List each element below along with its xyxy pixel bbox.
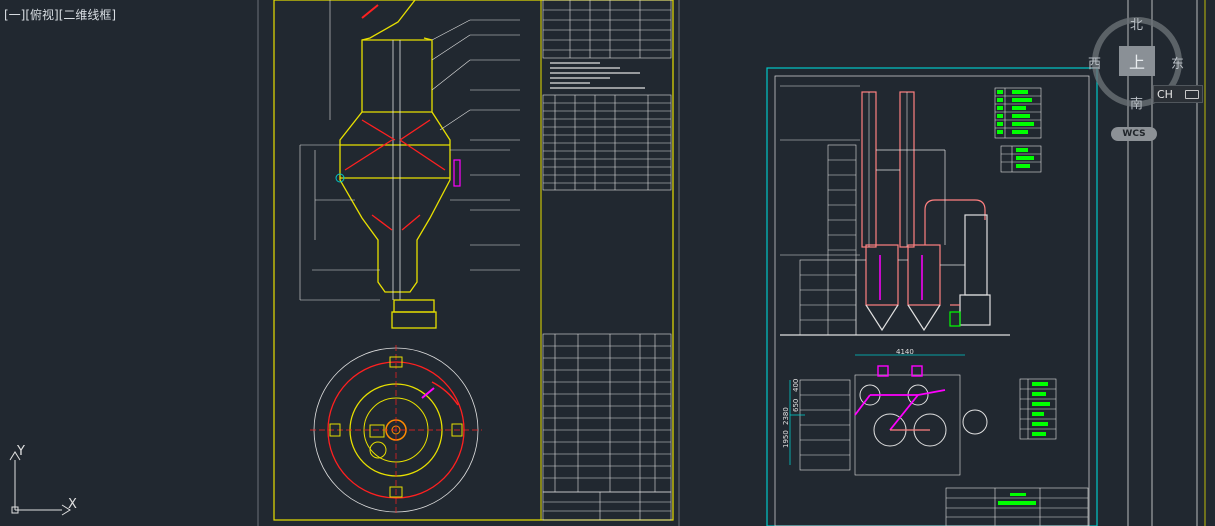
sheet-left bbox=[273, 0, 674, 521]
viewport-controls-label[interactable]: [一][俯视][二维线框] bbox=[4, 8, 117, 22]
evaporator-effect-2 bbox=[899, 91, 941, 332]
dimension-650: 650 bbox=[792, 399, 800, 412]
wcs-coordinate-menu[interactable]: WCS bbox=[1111, 127, 1157, 141]
table-specs-top bbox=[542, 0, 672, 59]
equipment-plan-view bbox=[789, 354, 988, 476]
viewcube-west-label[interactable]: 西 bbox=[1088, 57, 1102, 72]
nozzle-marker bbox=[335, 173, 345, 183]
ime-language-bar[interactable]: CH bbox=[1153, 85, 1203, 103]
nozzle-magenta bbox=[453, 159, 461, 187]
vessel-internal-red bbox=[344, 4, 446, 231]
evaporator-effect-3 bbox=[924, 199, 991, 327]
dimension-4140: 4140 bbox=[896, 348, 914, 356]
legend-table-3-fills bbox=[1032, 382, 1050, 436]
vessel-leaders bbox=[299, 0, 520, 301]
legend-table-2-fills bbox=[1016, 148, 1034, 168]
viewcube-compass-ring[interactable] bbox=[1092, 17, 1182, 107]
viewcube-south-label[interactable]: 南 bbox=[1130, 97, 1144, 112]
keyboard-icon[interactable] bbox=[1185, 89, 1199, 99]
table-notes-text bbox=[550, 62, 645, 89]
process-piping bbox=[856, 149, 965, 266]
title-block-right-fills bbox=[998, 493, 1036, 505]
vessel-plan-view bbox=[310, 345, 482, 515]
sheet-far-right bbox=[1127, 0, 1206, 526]
dimension-2380: 2380 bbox=[782, 407, 790, 425]
table-parts-list bbox=[542, 333, 672, 493]
legend-table-1-fills bbox=[997, 90, 1034, 134]
dimension-400: 400 bbox=[792, 379, 800, 392]
sheet-right-outer-frame bbox=[766, 67, 1098, 526]
legend-table-3 bbox=[1019, 378, 1057, 440]
ucs-icon[interactable] bbox=[9, 451, 71, 516]
sheet-right-inner-frame bbox=[774, 75, 1090, 526]
table-nozzles bbox=[542, 94, 672, 191]
sheet-left-frame bbox=[273, 0, 674, 521]
support-structure bbox=[780, 85, 1010, 336]
ime-language-label: CH bbox=[1157, 87, 1173, 101]
ucs-x-axis-label: X bbox=[68, 497, 77, 512]
title-block-right bbox=[945, 487, 1089, 526]
vessel-elevation bbox=[339, 0, 451, 329]
ucs-y-axis-label: Y bbox=[16, 444, 25, 459]
legend-table-2 bbox=[1000, 145, 1042, 173]
viewcube-east-label[interactable]: 东 bbox=[1171, 57, 1185, 72]
title-block-left bbox=[542, 491, 672, 521]
evaporator-effect-1 bbox=[861, 91, 899, 332]
viewcube-north-label[interactable]: 北 bbox=[1130, 18, 1144, 33]
dimension-1950: 1950 bbox=[782, 430, 790, 448]
sheet-right: 4140 1950 2380 650 400 bbox=[766, 67, 1098, 526]
legend-table-1 bbox=[994, 87, 1042, 139]
viewcube-top-face[interactable]: 上 bbox=[1119, 46, 1155, 76]
